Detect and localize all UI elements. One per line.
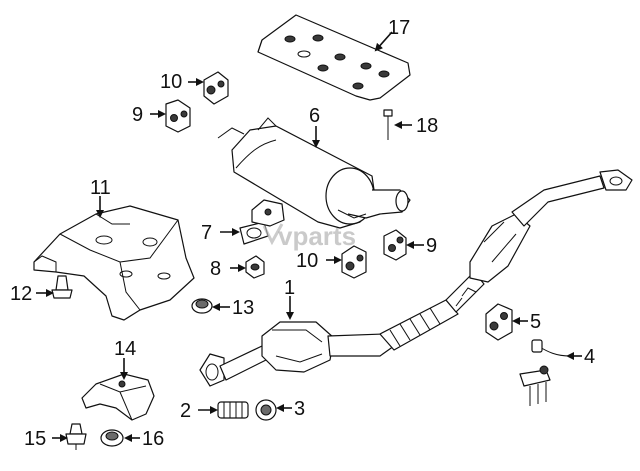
catalytic-converter-pipe[interactable] [199, 169, 633, 387]
retaining-clip[interactable] [65, 423, 87, 450]
callout-17: 17 [388, 17, 410, 39]
hanger-insulator-upper[interactable] [203, 71, 229, 105]
callout-2: 2 [180, 400, 191, 422]
muffler[interactable] [217, 117, 411, 229]
spring-bushing[interactable] [217, 401, 249, 419]
rivet-bolt[interactable] [383, 109, 393, 140]
grommet[interactable] [100, 429, 124, 447]
hanger-insulator-lower[interactable] [341, 245, 367, 279]
callout-4: 4 [584, 346, 595, 368]
grommet-nut[interactable] [191, 298, 213, 314]
callout-9-lower: 9 [426, 235, 437, 257]
callout-15: 15 [24, 428, 46, 450]
hanger-upper[interactable] [165, 99, 191, 133]
callout-1: 1 [284, 277, 295, 299]
heat-shield-bracket[interactable] [81, 373, 155, 421]
vparts-watermark: vparts [262, 221, 356, 251]
gasket-ring[interactable] [255, 399, 277, 421]
rubber-hanger[interactable] [485, 303, 513, 341]
callout-11: 11 [90, 177, 111, 199]
heat-shield-lower[interactable] [33, 205, 195, 321]
callout-5: 5 [530, 311, 541, 333]
callout-6: 6 [309, 105, 320, 127]
nut[interactable] [245, 255, 265, 279]
muffler-bracket [251, 199, 285, 227]
callout-14: 14 [114, 338, 136, 360]
callout-16: 16 [142, 428, 164, 450]
push-clip[interactable] [51, 275, 73, 299]
leader-17 [374, 31, 393, 52]
callout-10-lower: 10 [296, 250, 318, 272]
hanger-lower[interactable] [383, 229, 407, 261]
callout-10-upper: 10 [160, 71, 182, 93]
callout-7: 7 [201, 222, 212, 244]
oxygen-sensor[interactable] [519, 339, 571, 406]
callout-3: 3 [294, 398, 305, 420]
callout-9-upper: 9 [132, 104, 143, 126]
flange-gasket[interactable] [239, 221, 269, 245]
heat-shield-upper[interactable] [257, 14, 411, 101]
watermark-text: vparts [278, 221, 356, 251]
callout-8: 8 [210, 258, 221, 280]
callout-12: 12 [10, 283, 32, 305]
callout-13: 13 [232, 297, 254, 319]
callout-18: 18 [416, 115, 438, 137]
